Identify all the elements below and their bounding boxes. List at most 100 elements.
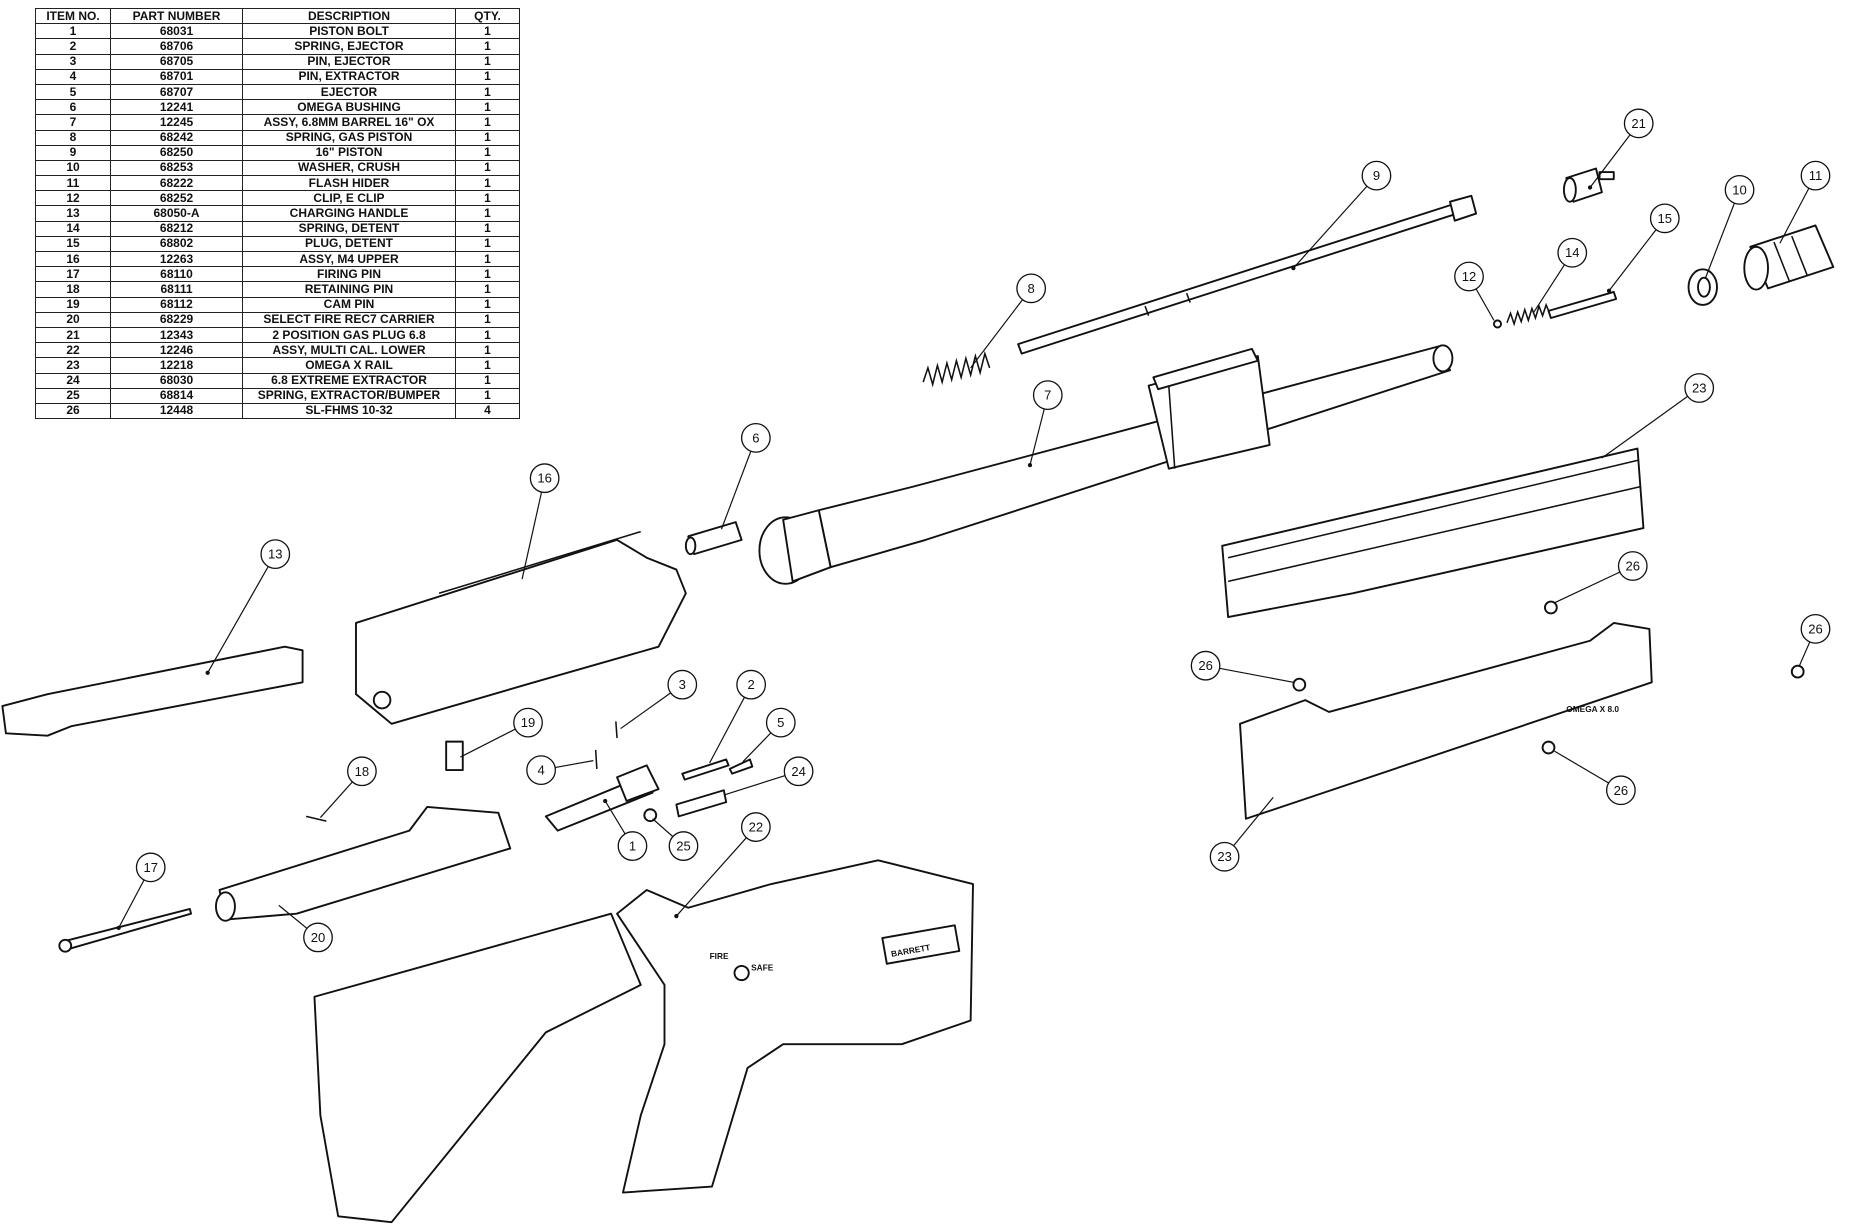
part-1-piston-bolt <box>544 764 660 832</box>
svg-text:5: 5 <box>777 715 784 730</box>
part-17-firing-pin <box>58 907 192 953</box>
part-7-barrel <box>758 344 1454 585</box>
cell-description: CLIP, E CLIP <box>242 190 456 207</box>
callout-26-d: 26 <box>1554 750 1636 806</box>
cell-part-number: 68701 <box>110 68 243 85</box>
callout-11: 11 <box>1779 160 1831 244</box>
callout-10: 10 <box>1704 174 1755 280</box>
svg-text:26: 26 <box>1198 658 1213 673</box>
svg-text:13: 13 <box>268 547 283 562</box>
part-22-lower-receiver-and-stock: BARRETT FIRE SAFE <box>313 859 974 1224</box>
part-20-bolt-carrier <box>215 805 512 922</box>
svg-text:11: 11 <box>1809 168 1823 183</box>
cell-qty: 4 <box>455 402 520 420</box>
svg-text:26: 26 <box>1626 559 1641 574</box>
callout-15: 15 <box>1606 203 1680 293</box>
callout-26-b: 26 <box>1798 614 1831 668</box>
svg-text:26: 26 <box>1808 621 1823 636</box>
svg-text:25: 25 <box>676 839 691 854</box>
part-8-spring-gas-piston <box>922 350 991 388</box>
svg-text:10: 10 <box>1732 182 1747 197</box>
svg-text:9: 9 <box>1373 168 1380 183</box>
svg-text:24: 24 <box>791 764 806 779</box>
callout-4: 4 <box>526 755 594 785</box>
part-11-flash-hider <box>1743 224 1835 291</box>
part-26-screws <box>1292 600 1805 755</box>
callout-23-top: 23 <box>1601 373 1715 459</box>
callout-1: 1 <box>603 798 648 861</box>
cell-part-number: 68252 <box>110 190 243 207</box>
callout-25: 25 <box>652 818 699 861</box>
cell-description: PIN, EXTRACTOR <box>242 68 456 85</box>
callout-17: 17 <box>116 852 166 931</box>
svg-text:3: 3 <box>679 677 686 692</box>
svg-text:17: 17 <box>143 860 158 875</box>
callout-18: 18 <box>319 756 377 818</box>
svg-text:15: 15 <box>1658 211 1673 226</box>
cell-item-no: 26 <box>35 402 111 420</box>
callout-7: 7 <box>1027 380 1063 468</box>
cell-part-number: 68050-A <box>110 205 243 222</box>
svg-text:23: 23 <box>1217 849 1232 864</box>
callout-2: 2 <box>709 669 767 764</box>
svg-text:8: 8 <box>1028 281 1035 296</box>
part-23-omega-rail-bottom: OMEGA X 8.0 <box>1239 622 1653 820</box>
callout-13: 13 <box>205 539 291 675</box>
cell-description: EJECTOR <box>242 83 456 101</box>
cell-item-no: 18 <box>35 281 111 298</box>
safe-marking: SAFE <box>751 963 774 973</box>
svg-text:20: 20 <box>311 930 326 945</box>
cell-part-number: 68814 <box>110 387 243 404</box>
part-23-omega-rail-top <box>1221 447 1645 618</box>
cell-description: CAM PIN <box>242 296 456 313</box>
callout-12: 12 <box>1454 261 1495 321</box>
part-10-crush-washer <box>1687 268 1718 306</box>
cell-description: 2 POSITION GAS PLUG 6.8 <box>242 326 456 344</box>
svg-text:22: 22 <box>749 820 764 835</box>
svg-text:23: 23 <box>1692 381 1707 396</box>
callout-3: 3 <box>620 669 698 730</box>
svg-text:21: 21 <box>1631 116 1646 131</box>
callout-14: 14 <box>1532 237 1588 314</box>
svg-text:7: 7 <box>1044 388 1051 403</box>
cell-part-number: 12448 <box>110 402 243 420</box>
callout-23-bottom: 23 <box>1209 797 1274 872</box>
callout-26-c: 26 <box>1190 650 1294 683</box>
part-9-piston <box>1017 194 1478 355</box>
cell-description: SPRING, GAS PISTON <box>242 129 456 146</box>
svg-text:19: 19 <box>521 715 536 730</box>
part-13-charging-handle <box>1 645 304 737</box>
fire-marking: FIRE <box>710 951 729 961</box>
callout-24: 24 <box>723 756 814 796</box>
svg-text:26: 26 <box>1614 783 1629 798</box>
callout-8: 8 <box>970 273 1047 369</box>
part-15-detent-plug <box>1547 290 1618 319</box>
callout-21: 21 <box>1587 108 1654 190</box>
svg-text:14: 14 <box>1565 245 1580 260</box>
cell-item-no: 11 <box>35 175 111 192</box>
callout-22: 22 <box>674 812 771 919</box>
cell-description: OMEGA X RAIL <box>242 357 456 374</box>
svg-text:2: 2 <box>747 677 754 692</box>
callout-9: 9 <box>1291 160 1392 271</box>
svg-text:16: 16 <box>537 471 552 486</box>
svg-text:4: 4 <box>537 763 544 778</box>
svg-text:12: 12 <box>1462 269 1477 284</box>
svg-text:1: 1 <box>629 839 636 854</box>
part-21-gas-plug <box>1562 167 1615 203</box>
svg-text:6: 6 <box>752 430 759 445</box>
